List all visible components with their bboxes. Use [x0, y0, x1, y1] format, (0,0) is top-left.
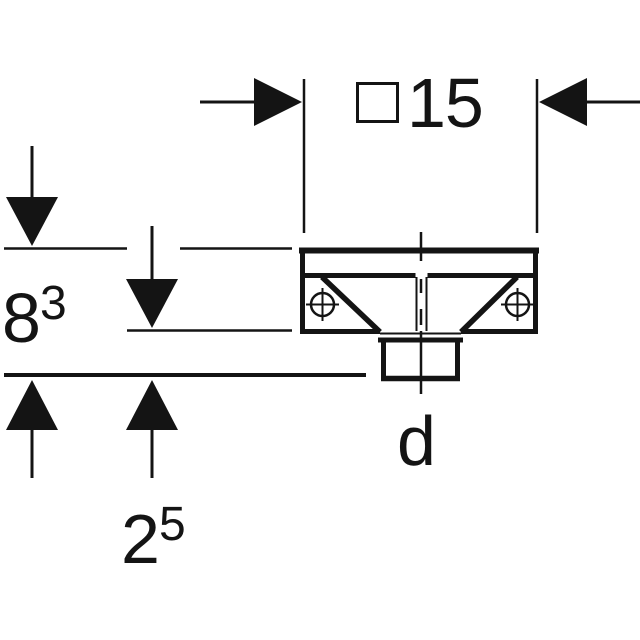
height-dimension-label: 83: [2, 280, 67, 354]
outlet-height-main-value: 2: [121, 500, 160, 578]
funnel-diagonal-left: [320, 275, 382, 334]
down-arrowhead-inner-icon: [126, 279, 178, 328]
funnel-diagonal-right: [459, 275, 519, 334]
height-superscript-value: 3: [39, 277, 67, 330]
arrowhead-left-icon: [539, 78, 587, 126]
arrowhead-right-icon: [254, 78, 302, 126]
screw-symbol-left: [306, 288, 339, 321]
up-arrowhead-inner-icon: [126, 380, 178, 430]
height-dimension-outlet: [4, 226, 366, 478]
square-dimension-symbol-icon: [356, 82, 399, 123]
down-arrowhead-outer-icon: [6, 197, 58, 246]
width-value: 15: [407, 64, 484, 142]
screw-symbol-right: [501, 288, 534, 321]
height-dimension-overall: [4, 146, 292, 478]
width-dimension: [200, 78, 640, 233]
outlet-height-dimension-label: 25: [121, 501, 186, 575]
outlet-height-superscript-value: 5: [158, 498, 186, 551]
up-arrowhead-outer-icon: [6, 380, 58, 430]
outlet-diameter-label: d: [397, 406, 436, 476]
part-body: [299, 247, 539, 334]
width-dimension-label: 15: [407, 68, 484, 138]
outlet-diameter-value: d: [397, 402, 436, 480]
height-main-value: 8: [2, 279, 41, 357]
